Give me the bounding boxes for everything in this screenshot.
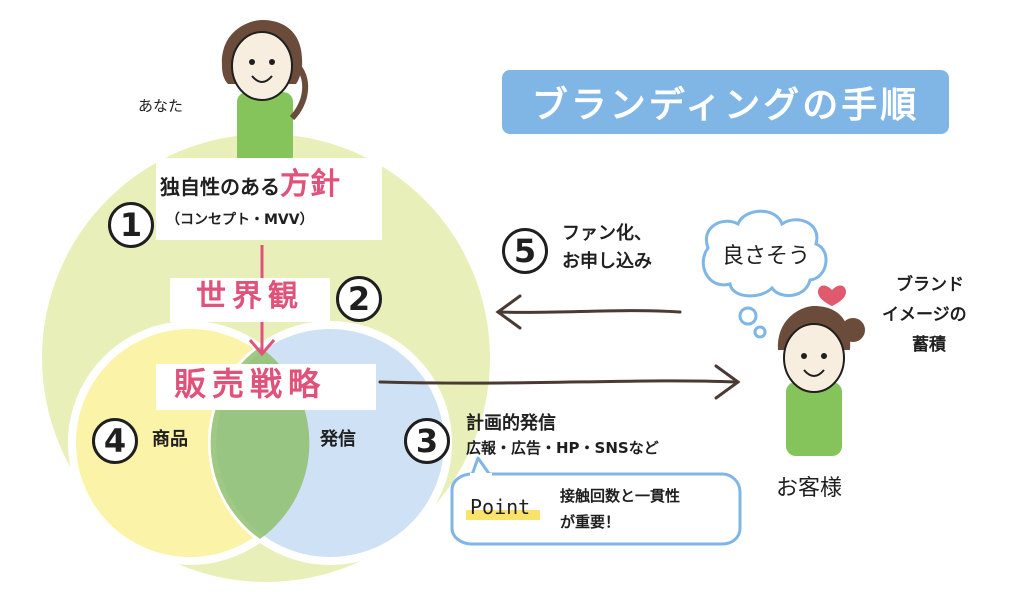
point-bubble-tail-cover bbox=[470, 473, 492, 478]
customer-face bbox=[783, 323, 845, 393]
brand-note-line3: 蓄積 bbox=[912, 335, 946, 355]
you-face bbox=[231, 31, 293, 101]
point-tag: Point bbox=[470, 495, 531, 519]
page-title: ブランディングの手順 bbox=[502, 70, 949, 134]
you-eye-left bbox=[249, 59, 255, 65]
strategy-label-box bbox=[156, 364, 376, 410]
point-bubble-tail bbox=[470, 456, 492, 476]
thought-cloud bbox=[701, 209, 828, 298]
step3-number: 3 bbox=[404, 418, 450, 464]
brand-note-line1: ブランド bbox=[896, 275, 964, 295]
step1-text-b: 方針 bbox=[280, 167, 340, 202]
customer-figure bbox=[777, 306, 865, 456]
strategy-text: 販売戦略 bbox=[174, 365, 327, 403]
step2-label-box bbox=[170, 278, 330, 322]
step2-text: 世界観 bbox=[196, 279, 304, 314]
step1-text-a: 独自性のある bbox=[160, 175, 280, 199]
you-figure bbox=[221, 20, 309, 166]
step3-sub: 広報・広告・HP・SNSなど bbox=[466, 439, 659, 457]
pink-arrow-head bbox=[248, 339, 276, 357]
heart-icon bbox=[818, 285, 846, 306]
arrow-from-customer-head bbox=[495, 294, 522, 330]
customer-eye-right bbox=[821, 353, 827, 359]
arrow-to-customer bbox=[378, 379, 738, 385]
step5-line2: お申し込み bbox=[562, 251, 652, 272]
you-eye-right bbox=[269, 59, 275, 65]
customer-eye-left bbox=[801, 353, 807, 359]
you-ponytail bbox=[289, 59, 309, 121]
you-mouth bbox=[251, 75, 273, 83]
step5-number: 5 bbox=[502, 228, 548, 274]
step3-text: 計画的発信 bbox=[466, 413, 556, 434]
step2-number: 2 bbox=[336, 276, 382, 322]
step4-number: 4 bbox=[92, 418, 138, 464]
customer-body bbox=[786, 382, 842, 456]
brand-note-line2: イメージの bbox=[882, 305, 967, 325]
thought-text: 良さそう bbox=[722, 244, 811, 269]
point-line2: が重要！ bbox=[560, 513, 621, 531]
step1-sub: （コンセプト・MVV） bbox=[166, 212, 314, 228]
step1-label-box bbox=[156, 158, 382, 240]
you-body bbox=[237, 92, 293, 166]
step5-line1: ファン化、 bbox=[562, 223, 652, 244]
customer-mouth bbox=[803, 369, 825, 377]
hassin-label: 発信 bbox=[320, 429, 356, 450]
point-highlight bbox=[466, 510, 540, 520]
step1-text: 独自性のある方針 bbox=[160, 167, 340, 203]
step1-number: 1 bbox=[108, 202, 154, 248]
thought-bubble-1 bbox=[738, 306, 758, 326]
point-line1: 接触回数と一貫性 bbox=[560, 487, 681, 505]
point-bubble bbox=[450, 472, 742, 546]
you-label: あなた bbox=[138, 97, 184, 115]
arrow-from-customer bbox=[496, 309, 682, 314]
thought-bubble-2 bbox=[753, 325, 767, 339]
arrow-to-customer-head bbox=[714, 364, 741, 400]
step4-text: 商品 bbox=[152, 429, 188, 450]
customer-label: お客様 bbox=[776, 476, 843, 501]
